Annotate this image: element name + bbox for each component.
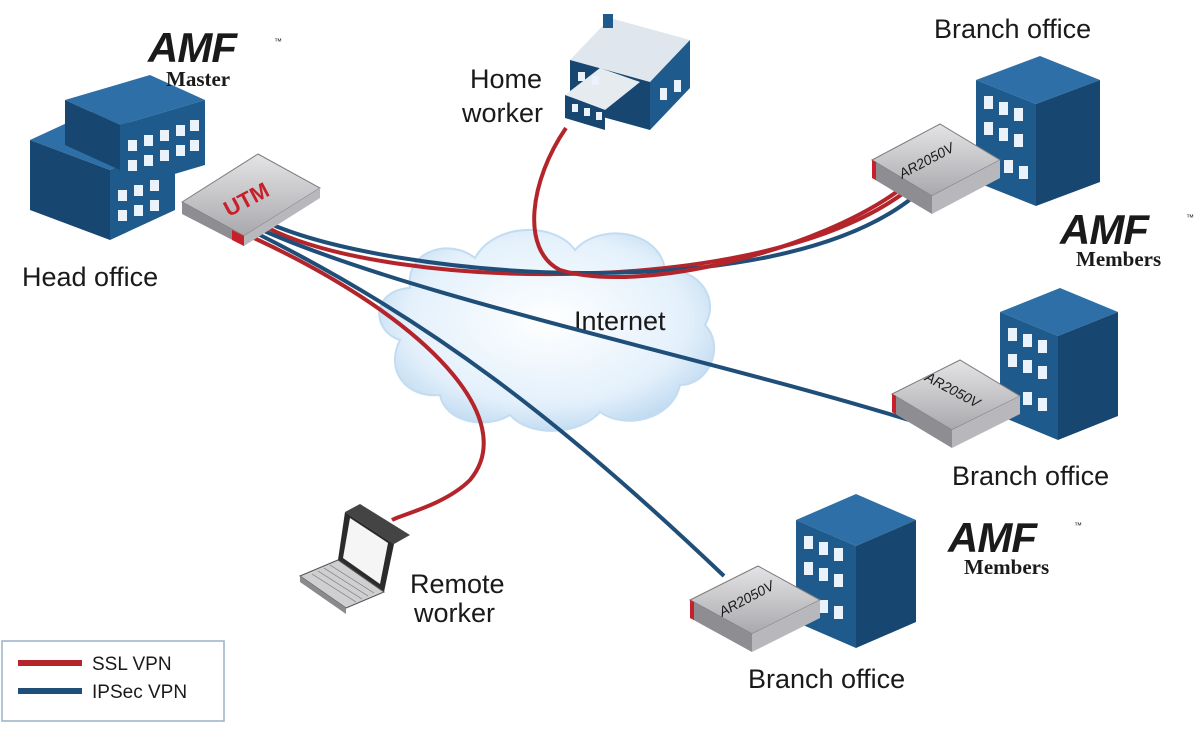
amf-members-top-logo-text: AMF xyxy=(1059,206,1150,253)
branch-building-top xyxy=(976,56,1100,206)
vpn-links xyxy=(253,126,926,578)
branch-office-middle-label: Branch office xyxy=(952,461,1109,491)
ipsec-link-middle-branch xyxy=(261,228,926,427)
amf-master-logo-text: AMF xyxy=(147,24,238,71)
amf-members-top-tm: ™ xyxy=(1186,213,1194,222)
amf-members-bottom-label: Members xyxy=(964,555,1049,579)
legend: SSL VPN IPSec VPN xyxy=(1,640,225,722)
legend-ssl-label: SSL VPN xyxy=(92,654,172,675)
legend-ipsec-label: IPSec VPN xyxy=(92,682,187,703)
head-office-building xyxy=(30,75,205,240)
internet-cloud: Internet xyxy=(378,229,715,432)
router-middle: AR2050V xyxy=(890,359,1022,448)
ssl-link-home-worker xyxy=(532,126,904,280)
remote-worker-label-line1: Remote xyxy=(410,569,505,599)
branch-office-bottom-label: Branch office xyxy=(748,664,905,694)
home-worker-label-line2: worker xyxy=(461,98,543,128)
branch-office-top-label: Branch office xyxy=(934,14,1091,44)
laptop-icon xyxy=(298,504,410,614)
ipsec-link-bottom-branch xyxy=(257,232,726,578)
amf-master-logo: AMF ™ Master xyxy=(147,24,282,91)
amf-members-logo-bottom: AMF ™ Members xyxy=(947,514,1082,579)
branch-building-middle xyxy=(1000,288,1118,440)
amf-members-bottom-tm: ™ xyxy=(1074,521,1082,530)
remote-worker-label-line2: worker xyxy=(413,598,495,628)
ssl-link-remote-worker xyxy=(253,236,486,522)
amf-members-logo-top: AMF ™ Members xyxy=(1059,206,1194,271)
home-worker-label-line1: Home xyxy=(470,64,542,94)
head-office-label: Head office xyxy=(22,262,158,292)
amf-members-bottom-logo-text: AMF xyxy=(947,514,1038,561)
router-bottom: AR2050V xyxy=(688,565,822,652)
branch-building-bottom xyxy=(796,494,916,648)
amf-members-top-label: Members xyxy=(1076,247,1161,271)
amf-master-label: Master xyxy=(166,67,230,91)
utm-device: UTM xyxy=(181,153,321,246)
amf-master-tm: ™ xyxy=(274,37,282,46)
router-top: AR2050V xyxy=(870,123,1002,214)
home-house xyxy=(565,14,690,130)
